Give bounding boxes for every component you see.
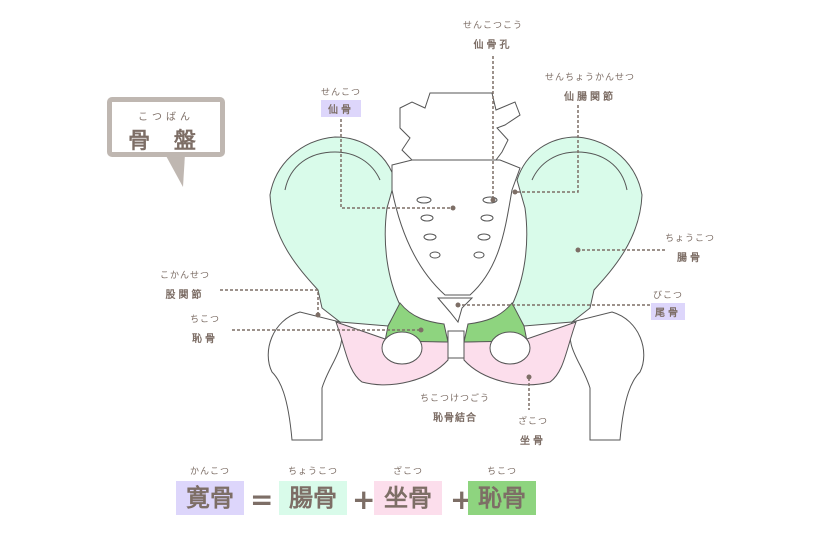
- term: 尾骨: [651, 303, 685, 320]
- right-ilium: [511, 136, 643, 327]
- term: 腸骨: [279, 481, 347, 515]
- ruby: せんこつこう: [462, 21, 524, 31]
- ruby: せんちょうかんせつ: [544, 73, 636, 83]
- right-obturator-foramen: [489, 331, 531, 365]
- label-coccyx: びこつ 尾骨: [651, 288, 685, 320]
- equation-pubis: ちこつ 恥骨: [468, 463, 536, 515]
- left-obturator-foramen: [381, 331, 423, 365]
- title-ruby: こつばん: [138, 112, 194, 123]
- label-pubis: ちこつ 恥骨: [188, 312, 222, 346]
- ruby: ちょうこつ: [287, 467, 338, 477]
- term: 坐骨: [520, 436, 546, 447]
- ruby: ちょうこつ: [664, 234, 716, 244]
- coccyx: [436, 297, 474, 324]
- sacrum: [391, 159, 521, 296]
- ruby: びこつ: [652, 291, 683, 301]
- term: 恥骨結合: [432, 413, 477, 424]
- left-ilium: [269, 136, 401, 327]
- label-sacral-foramen: せんこつこう 仙骨孔: [463, 18, 523, 52]
- term: 仙腸関節: [563, 92, 616, 103]
- term: 仙骨孔: [473, 40, 513, 51]
- term: 腸骨: [676, 253, 703, 264]
- term: 坐骨: [374, 481, 442, 515]
- pubic-symphysis: [447, 330, 465, 359]
- term: 恥骨: [468, 481, 536, 515]
- ruby: かんこつ: [189, 467, 230, 477]
- lumbar-vertebra: [399, 92, 521, 161]
- title-text: 骨 盤: [128, 129, 204, 154]
- ruby: ざこつ: [392, 467, 423, 477]
- ruby: ざこつ: [517, 417, 548, 427]
- label-pubic-symphysis: ちこつけつごう 恥骨結合: [420, 391, 490, 425]
- equation-hip-bone: かんこつ 寛骨: [176, 463, 244, 515]
- label-hip-joint: こかんせつ 股関節: [160, 268, 210, 302]
- label-ischium: ざこつ 坐骨: [516, 414, 550, 448]
- label-sacroiliac-joint: せんちょうかんせつ 仙腸関節: [545, 70, 635, 104]
- ruby: ちこつ: [486, 467, 517, 477]
- plus-sign: +: [450, 483, 474, 516]
- right-femur: [569, 311, 645, 441]
- label-sacrum: せんこつ 仙骨: [320, 85, 362, 117]
- left-femur: [267, 311, 343, 441]
- term: 寛骨: [176, 481, 244, 515]
- ruby: ちこつ: [189, 315, 220, 325]
- title-bubble: こつばん 骨 盤: [107, 97, 225, 157]
- term: 恥骨: [192, 334, 218, 345]
- title-bubble-tail: [165, 154, 185, 187]
- term: 仙骨: [320, 100, 362, 117]
- plus-sign: +: [352, 483, 376, 516]
- equals-sign: =: [250, 483, 274, 516]
- label-ilium: ちょうこつ 腸骨: [665, 231, 715, 265]
- ruby: せんこつ: [320, 88, 362, 98]
- ruby: ちこつけつごう: [419, 394, 491, 404]
- equation-ilium: ちょうこつ 腸骨: [279, 463, 347, 515]
- ruby: こかんせつ: [159, 271, 211, 281]
- term: 股関節: [165, 290, 205, 301]
- equation-ischium: ざこつ 坐骨: [374, 463, 442, 515]
